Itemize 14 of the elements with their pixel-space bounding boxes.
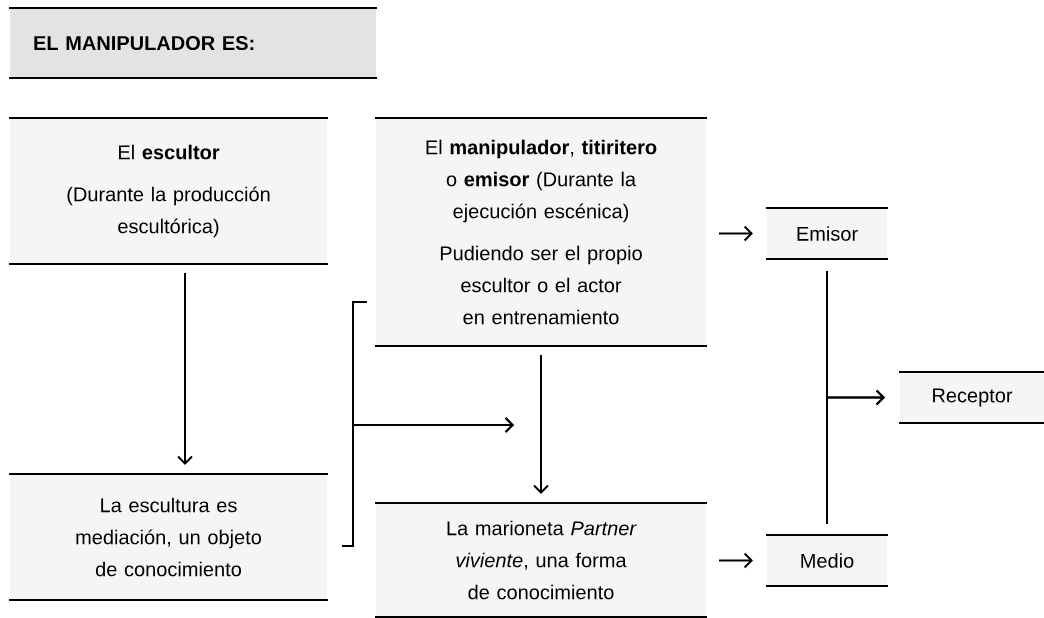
arrow	[718, 225, 753, 242]
text-box: La escultura es mediación, un objeto de conocimiento	[8, 473, 329, 601]
arrow	[718, 552, 753, 569]
bracket-arrow	[341, 417, 514, 547]
text-box: El manipulador, titiritero o emisor (Durante la ejecución escénica) Pudiendo ser el propio escultor o el actor en entrenamiento	[374, 117, 708, 347]
branch-arrow	[826, 389, 885, 525]
label-box: Receptor	[898, 371, 1044, 424]
arrow	[177, 272, 193, 465]
title-box: EL MANIPULADOR ES:	[8, 7, 378, 79]
text-box: La marioneta Partner viviente, una forma de conocimiento	[374, 502, 708, 618]
label-box: Medio	[765, 534, 889, 587]
label-box: Emisor	[765, 207, 889, 260]
text-box: El escultor (Durante la producción escultórica)	[8, 117, 329, 265]
arrow	[533, 354, 549, 494]
